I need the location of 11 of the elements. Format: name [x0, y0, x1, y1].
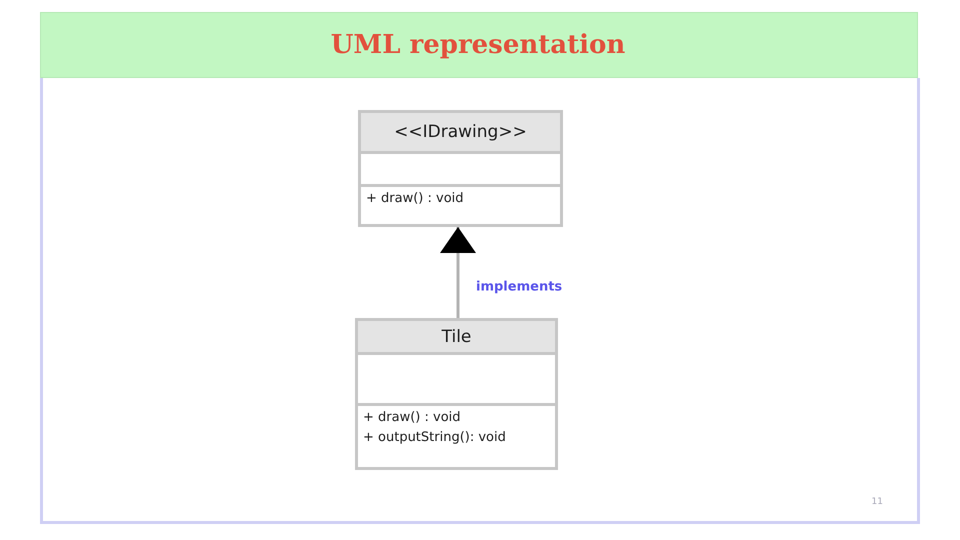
edge-label: implements	[474, 279, 564, 294]
page-number: 11	[872, 497, 883, 507]
class-name: Tile	[442, 326, 472, 346]
method-text: + outputString(): void	[363, 430, 507, 445]
uml-class-box	[355, 318, 558, 470]
method-text: + draw() : void	[363, 410, 462, 425]
title: UML representation	[330, 30, 626, 60]
method-text: + draw() : void	[366, 191, 465, 206]
class-name: <<IDrawing>>	[394, 122, 527, 142]
uml-class-box	[358, 110, 563, 227]
realization-arrow	[440, 227, 476, 318]
